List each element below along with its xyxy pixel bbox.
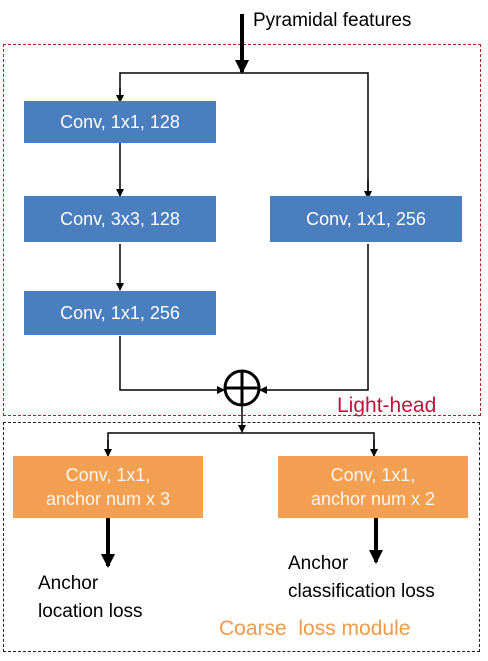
anchor-classification-loss-line2: classification loss [288,581,435,602]
conv-3x3-128-box: Conv, 3x3, 128 [24,196,216,242]
anchor-loc-conv-box: Conv, 1x1, anchor num x 3 [13,456,203,518]
anchor-location-loss-line1: Anchor [38,573,99,594]
coarse-split [107,432,375,454]
arrow-side-sum [259,244,369,394]
anchor-location-loss-line2: location loss [38,601,143,622]
anchor-cls-conv-line2: anchor num x 2 [310,489,436,509]
anchor-loc-conv-line1: Conv, 1x1, [65,465,151,485]
conv-1x1-256-box: Conv, 1x1, 256 [24,291,216,335]
anchor-classification-loss-label: Anchor classification loss [288,550,435,606]
coarse-loss-module-label: Coarse loss module [219,617,411,640]
arrow-conv3-sum [119,336,225,394]
anchor-classification-loss-line1: Anchor [288,553,349,574]
anchor-location-loss-label: Anchor location loss [38,570,143,626]
anchor-cls-conv-box: Conv, 1x1, anchor num x 2 [278,456,468,518]
conv-1x1-128-box: Conv, 1x1, 128 [24,101,216,143]
anchor-loc-conv-line2: anchor num x 3 [45,489,171,509]
input-label: Pyramidal features [253,10,412,31]
light-head-label: Light-head [337,394,437,417]
conv-side-1x1-256-box: Conv, 1x1, 256 [270,196,462,242]
anchor-cls-conv-line1: Conv, 1x1, [330,465,416,485]
